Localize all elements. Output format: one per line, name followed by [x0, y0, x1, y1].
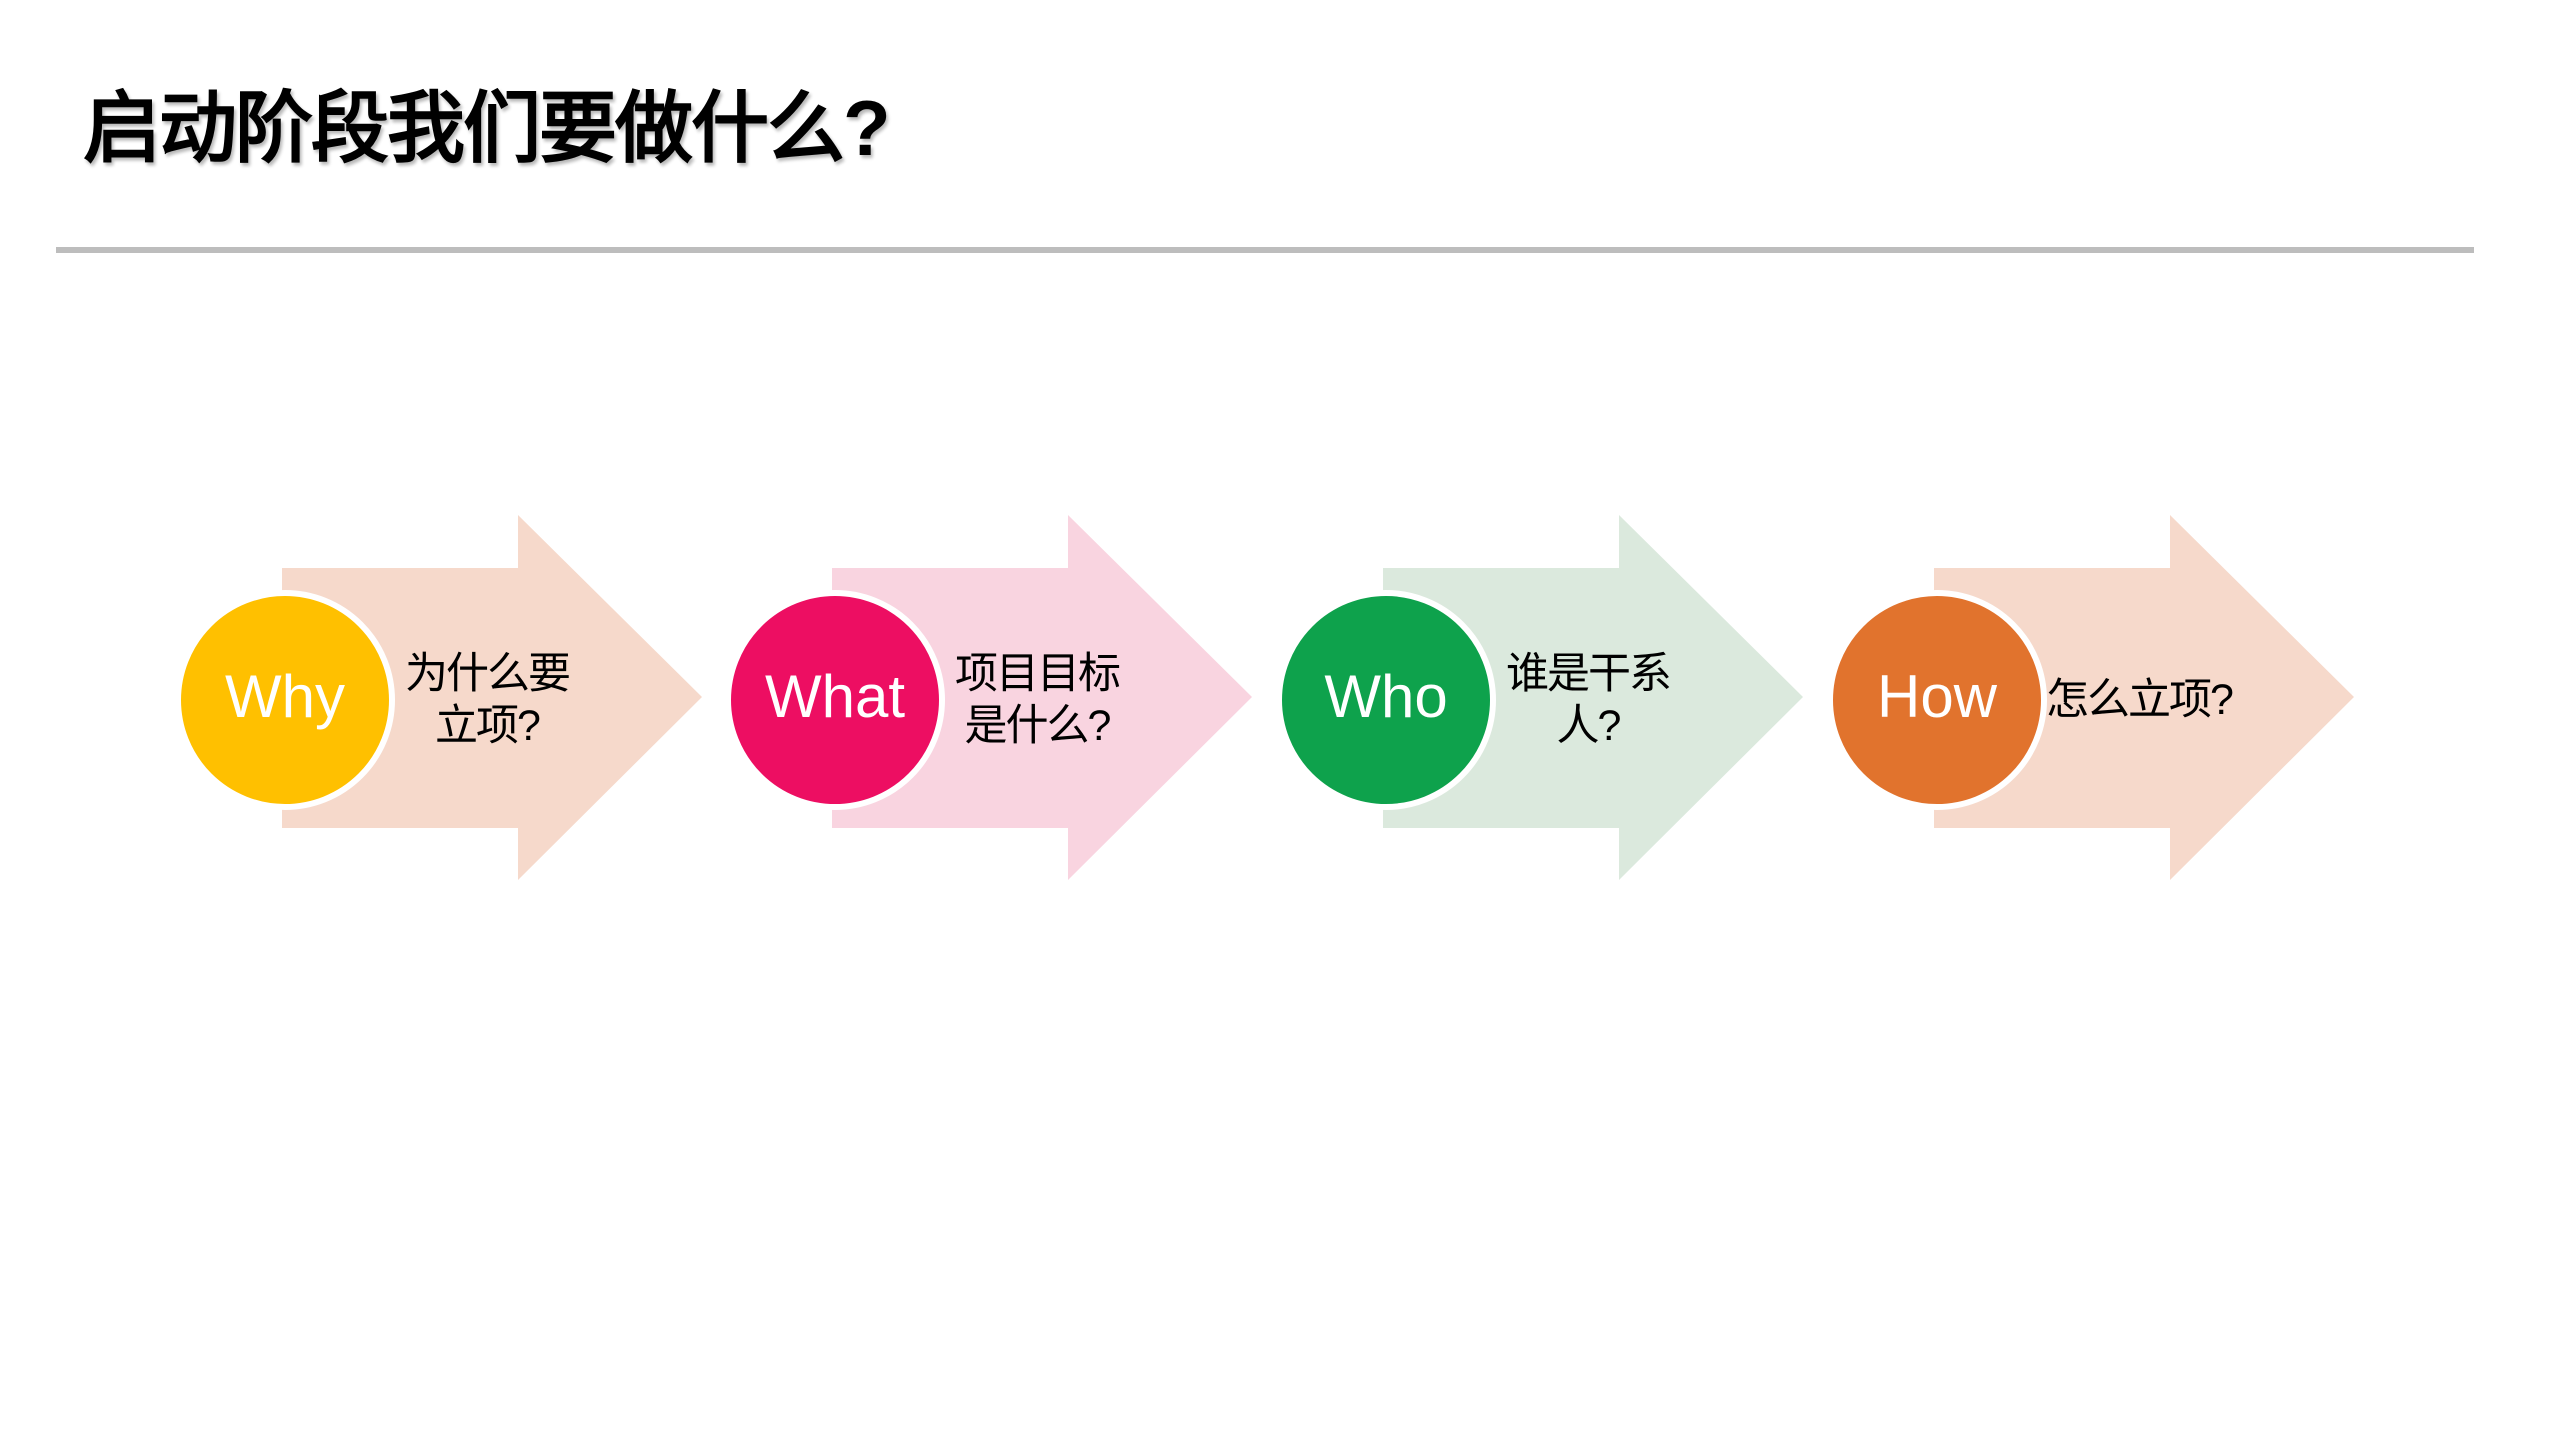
question-line: 为什么要	[405, 650, 571, 698]
who-circle-label: Who	[1324, 663, 1448, 730]
process-step-what: What 项目目标 是什么?	[725, 515, 1252, 880]
why-question: 为什么要 立项?	[377, 645, 597, 755]
what-circle-label: What	[764, 663, 906, 730]
how-circle-label: How	[1876, 663, 1998, 730]
question-line: 是什么?	[964, 702, 1112, 750]
how-circle: How	[1827, 590, 2047, 810]
why-circle: Why	[175, 590, 395, 810]
title-divider	[56, 247, 2474, 253]
what-circle: What	[725, 590, 945, 810]
question-line: 怎么立项?	[2046, 676, 2234, 724]
why-circle-label: Why	[225, 663, 345, 730]
question-line: 谁是干系	[1506, 650, 1672, 698]
who-circle: Who	[1276, 590, 1496, 810]
process-step-why: Why 为什么要 立项?	[175, 515, 702, 880]
question-line: 项目目标	[955, 650, 1121, 698]
process-step-how: How 怎么立项?	[1827, 515, 2354, 880]
process-step-who: Who 谁是干系 人?	[1276, 515, 1803, 880]
slide-title: 启动阶段我们要做什么?	[83, 84, 891, 172]
who-question: 谁是干系 人?	[1478, 645, 1698, 755]
what-question: 项目目标 是什么?	[927, 645, 1147, 755]
question-line: 人?	[1556, 702, 1622, 750]
question-line: 立项?	[435, 702, 541, 750]
how-question: 怎么立项?	[2029, 645, 2249, 755]
